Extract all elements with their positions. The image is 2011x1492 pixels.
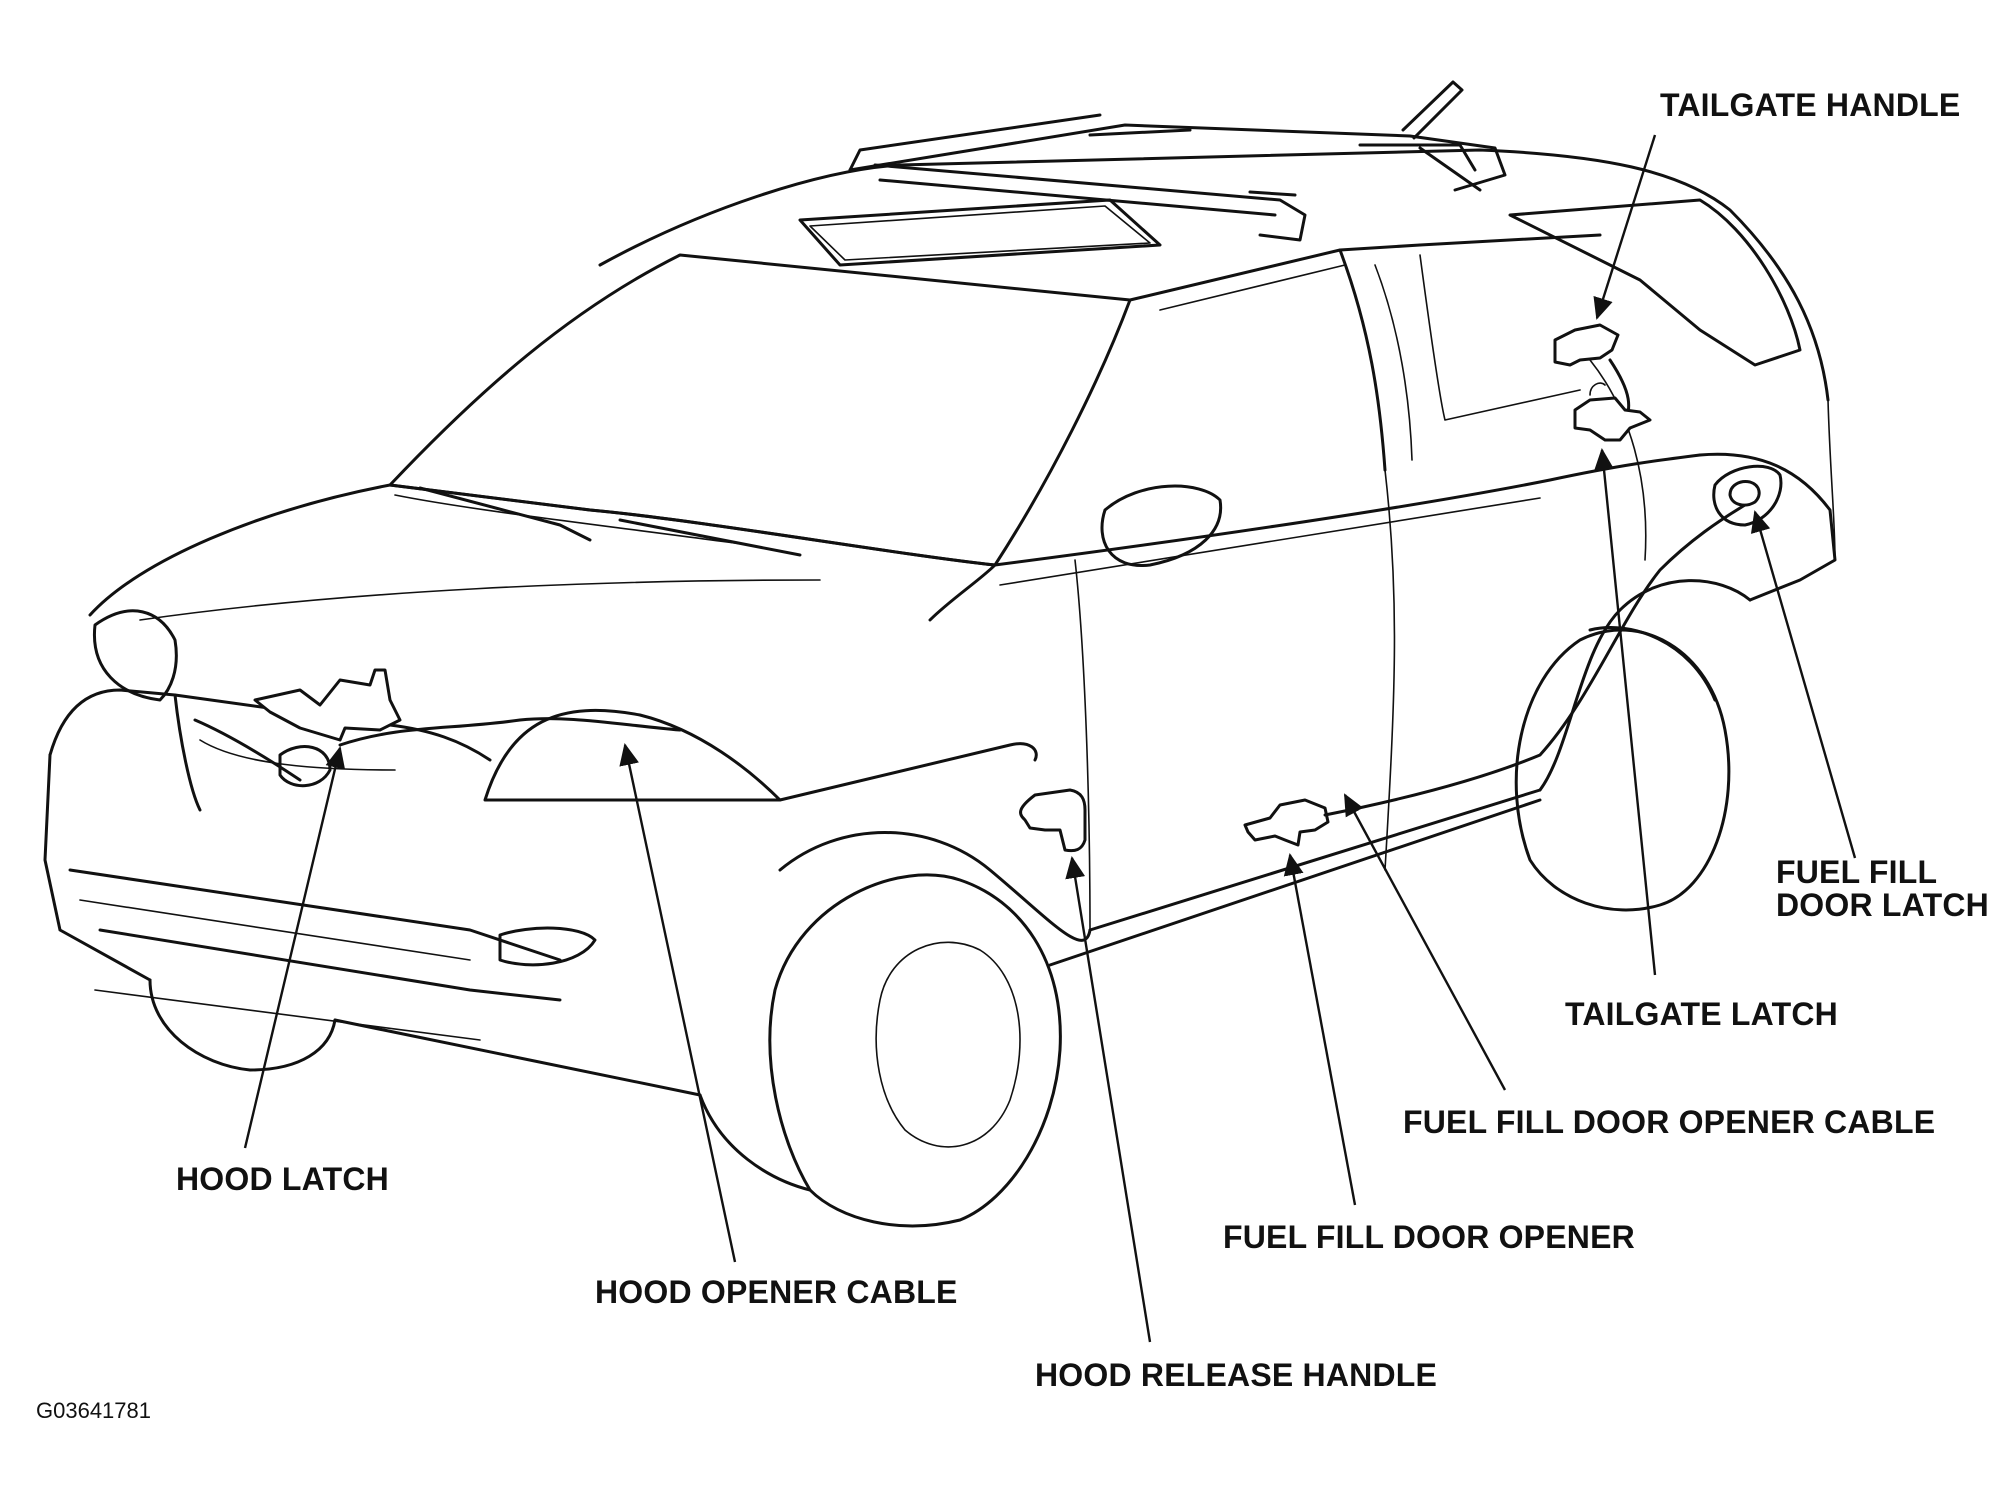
fuel-fill-door-opener-part [1243,798,1330,847]
component-parts [253,323,1761,853]
label-hood-release-handle: HOOD RELEASE HANDLE [1035,1357,1438,1393]
label-tailgate-latch: TAILGATE LATCH [1565,996,1838,1032]
label-fuel-fill-door-opener: FUEL FILL DOOR OPENER [1223,1219,1635,1255]
leader-fuel-fill-door-opener [1283,853,1357,1206]
label-hood-latch: HOOD LATCH [176,1161,389,1197]
label-hood-opener-cable: HOOD OPENER CABLE [595,1274,958,1310]
leader-tailgate-handle [1593,134,1657,320]
leader-lines [243,134,1857,1343]
tailgate-latch-part [1573,396,1652,442]
label-fuel-fill-door-opener-cable: FUEL FILL DOOR OPENER CABLE [1403,1104,1936,1140]
hood-release-handle-part [1019,788,1087,853]
leader-fuel-fill-door-latch [1750,510,1857,859]
vehicle-outline [43,80,1837,1228]
leader-hood-latch [243,746,346,1149]
hood-latch-part [253,668,402,742]
figure-id: G03641781 [36,1398,151,1423]
tailgate-handle-part [1553,323,1620,367]
leader-tailgate-latch [1594,448,1657,976]
label-fuel-fill-door-latch-line1: FUEL FILL [1776,854,1938,890]
hood-opener-cable-path [338,717,682,747]
fuel-fill-door-opener-cable-path [1323,503,1747,817]
fuel-fill-door-latch-part [1728,480,1761,507]
leader-hood-opener-cable [619,743,737,1263]
leader-hood-release-handle [1065,856,1152,1343]
leader-fuel-fill-door-opener-cable [1343,793,1507,1091]
label-fuel-fill-door-latch-line2: DOOR LATCH [1776,887,1989,923]
label-tailgate-handle: TAILGATE HANDLE [1660,87,1961,123]
